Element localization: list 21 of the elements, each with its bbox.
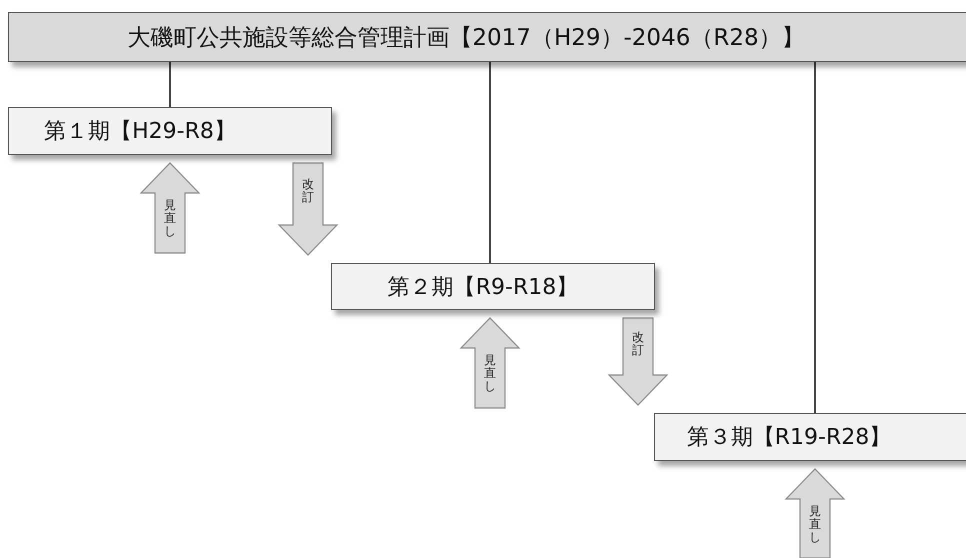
connector-line (814, 62, 816, 413)
period-label: 第１期【H29-R8】 (44, 118, 236, 146)
block-arrow (608, 317, 668, 406)
period-label: 第２期【R9-R18】 (388, 274, 578, 302)
connector-line (169, 62, 171, 107)
period-box (8, 107, 332, 155)
block-arrow (140, 162, 200, 254)
edge-label: 見直し (484, 354, 496, 394)
plan-header-bar (8, 12, 966, 62)
block-arrow (460, 317, 520, 409)
period-box (331, 263, 655, 310)
block-arrow (278, 162, 338, 256)
edge-label: 見直し (809, 504, 821, 544)
connector-line (489, 62, 491, 263)
edge-label: 改訂 (302, 178, 314, 204)
edge-label: 見直し (164, 199, 176, 239)
edge-label: 改訂 (632, 330, 644, 357)
period-label: 第３期【R19-R28】 (686, 424, 892, 452)
block-arrow (784, 468, 846, 558)
period-box (654, 413, 966, 461)
plan-title: 大磯町公共施設等総合管理計画【2017（H29）-2046（R28）】 (127, 24, 805, 52)
